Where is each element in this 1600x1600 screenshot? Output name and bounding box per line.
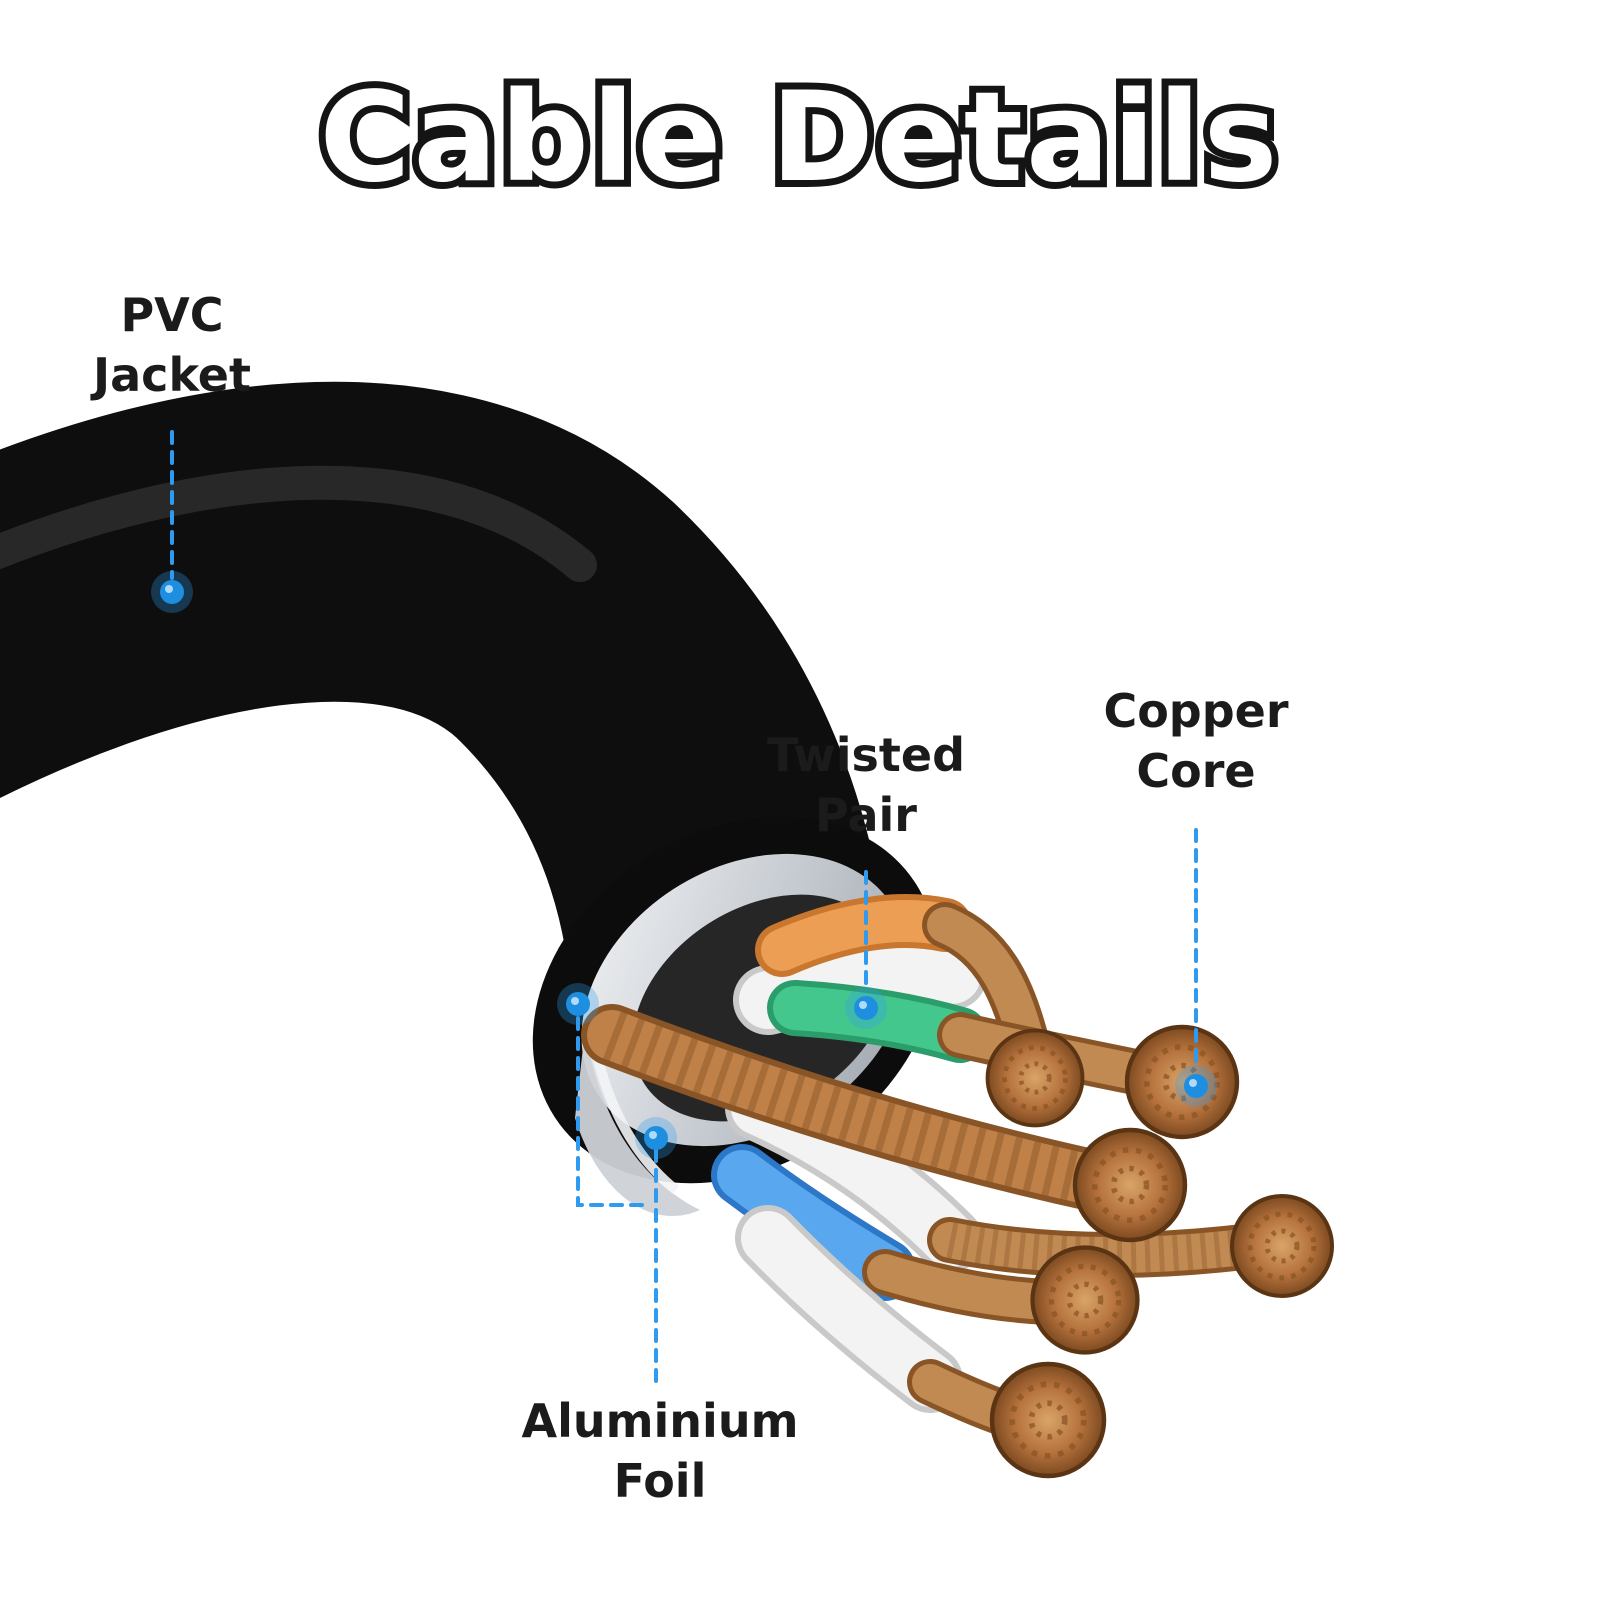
aluminium-foil-flap <box>575 1030 700 1217</box>
label-twisted-pair: Twisted Pair <box>766 728 966 842</box>
aluminium-foil-dot-left <box>557 983 599 1025</box>
copper-core-dot <box>1175 1065 1217 1107</box>
pvc-jacket-dot <box>151 571 193 613</box>
twisted-pair-dot <box>845 987 887 1029</box>
lower-wires <box>711 1075 1275 1441</box>
aluminium-foil-callout-line-left <box>576 1016 650 1207</box>
aluminium-foil-dot <box>635 1117 677 1159</box>
label-copper-core: Copper Core <box>1103 684 1289 798</box>
copper-strand-bundle <box>581 1004 1131 1213</box>
label-pvc-jacket: PVC Jacket <box>93 288 251 402</box>
label-aluminium-foil: Aluminium Foil <box>521 1394 799 1508</box>
callouts <box>151 430 1217 1388</box>
